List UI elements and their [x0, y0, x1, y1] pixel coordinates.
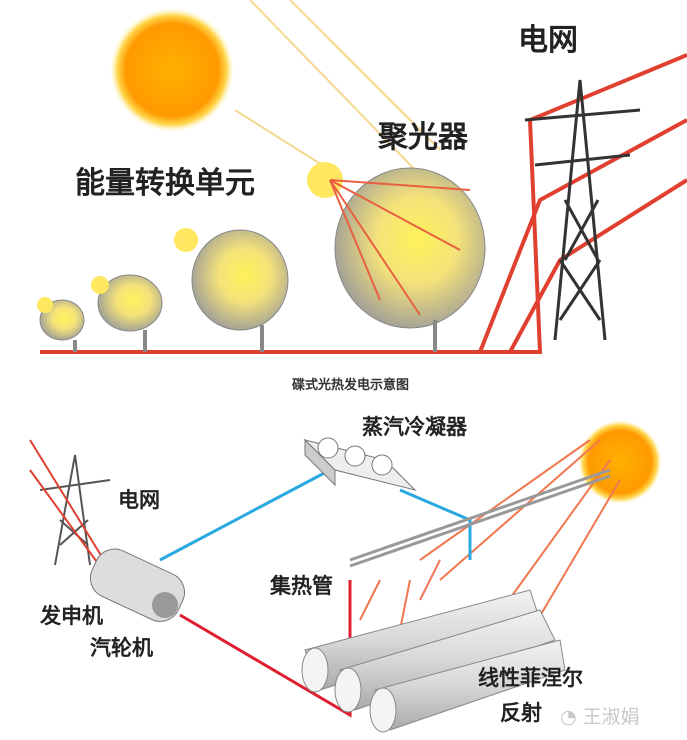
turbine-generator-icon	[89, 548, 185, 622]
reflector-label-line2: 反射	[500, 701, 542, 725]
concentrator-label: 聚光器	[378, 120, 468, 155]
dish-concentrators	[37, 162, 486, 352]
pylon-icon	[524, 79, 641, 341]
condenser-label: 蒸汽冷凝器	[362, 415, 467, 439]
collector-tube	[349, 468, 611, 568]
conversion-unit-label: 能量转换单元	[75, 166, 255, 201]
sun-rays	[234, 0, 441, 176]
reflector-label-line1: 线性菲涅尔	[478, 666, 583, 690]
power-line	[40, 53, 687, 354]
sun-icon	[110, 8, 234, 132]
fresnel-reflectors	[301, 589, 566, 733]
sun-icon-bottom	[578, 420, 662, 504]
watermark: ◔ 王淑娟	[560, 706, 640, 728]
steam-pipe-red	[179, 580, 352, 718]
condenser-icon	[303, 437, 417, 491]
generator-label: 发申机	[40, 604, 103, 628]
grid-label-bottom: 电网	[118, 488, 160, 512]
grid-label: 电网	[518, 23, 578, 58]
turbine-label: 汽轮机	[90, 636, 153, 660]
collector-tube-label: 集热管	[270, 574, 333, 598]
diagram-caption: 碟式光热发电示意图	[292, 378, 410, 393]
watermark-icon: ◔	[560, 706, 583, 728]
steam-pipe-blue	[159, 468, 331, 562]
